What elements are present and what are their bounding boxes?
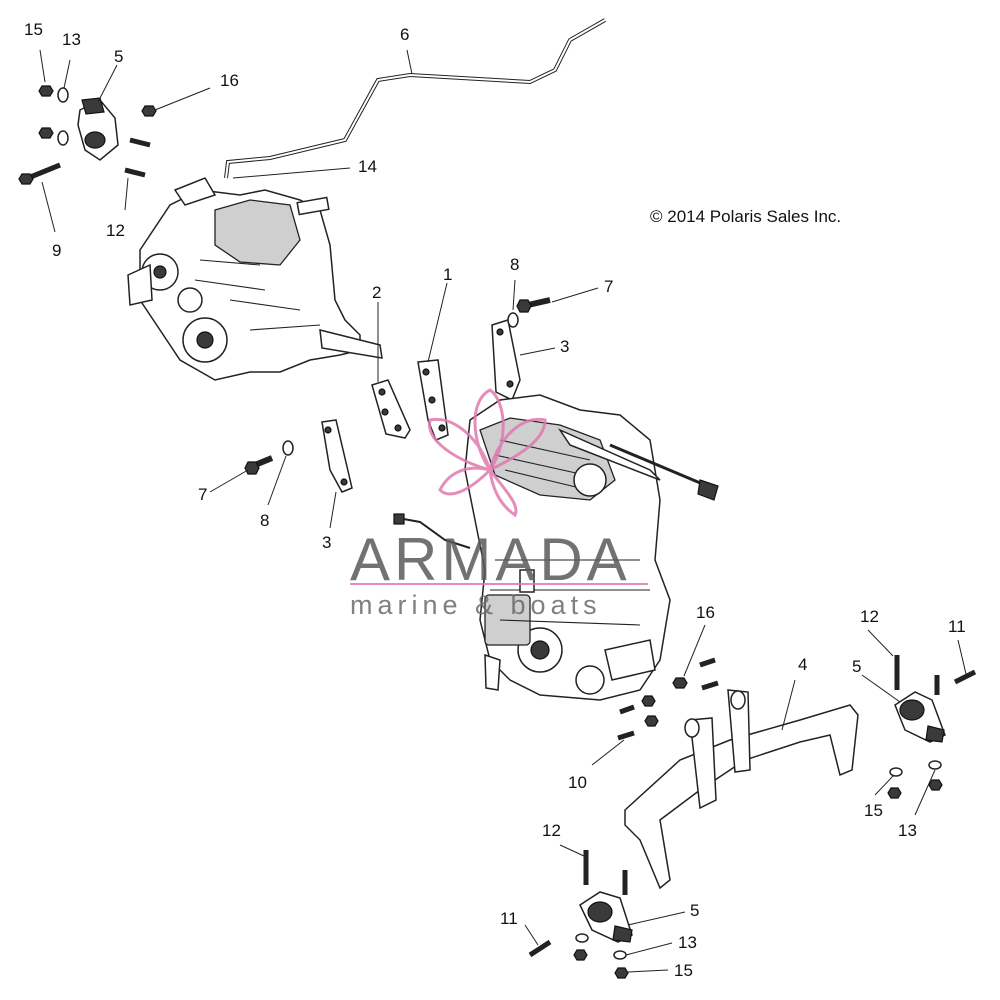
callout-12-c: 12 [542,821,561,840]
upper-mount-5 [77,97,119,161]
engine-assembly [393,394,719,701]
bracket-1 [417,359,449,441]
shift-cable [224,18,606,179]
bracket-2 [371,379,411,439]
upper-left-hardware [18,85,157,185]
bracket-3-lower [321,419,353,493]
callout-2: 2 [372,283,381,302]
callout-6: 6 [400,25,409,44]
watermark-tagline: marine & boats [350,590,602,620]
callout-8-b: 8 [260,511,269,530]
callout-10: 10 [568,773,587,792]
callout-12-b: 12 [860,607,879,626]
callout-16-b: 16 [696,603,715,622]
callout-3-a: 3 [560,337,569,356]
callout-14: 14 [358,157,377,176]
callout-5-a: 5 [114,47,123,66]
bolt-7-upper [507,297,551,328]
engine-mount-crossmember [624,689,859,890]
callout-16-a: 16 [220,71,239,90]
callout-13-a: 13 [62,30,81,49]
copyright-text: © 2014 Polaris Sales Inc. [650,207,841,226]
leader-lines [39,49,967,973]
callout-15-a: 15 [24,20,43,39]
callout-7-b: 7 [198,485,207,504]
engine-hardware [617,657,719,741]
callout-7-a: 7 [604,277,613,296]
callout-13-b: 13 [898,821,917,840]
callout-8-a: 8 [510,255,519,274]
right-mount-5 [887,655,977,799]
armada-watermark: ARMADA marine & boats [350,388,648,620]
callout-12-a: 12 [106,221,125,240]
callout-9: 9 [52,241,61,260]
bolt-7-lower [244,440,294,475]
bottom-mount-5 [528,850,633,979]
callout-5-b: 5 [852,657,861,676]
watermark-flower-logo [428,388,547,518]
callout-labels: 15 13 5 16 12 9 6 14 2 1 8 7 3 7 8 3 16 … [24,20,966,980]
callout-3-b: 3 [322,533,331,552]
callout-5-c: 5 [690,901,699,920]
callout-1: 1 [443,265,452,284]
watermark-brand: ARMADA [350,526,631,593]
callout-4: 4 [798,655,807,674]
callout-15-b: 15 [864,801,883,820]
callout-11-a: 11 [948,617,966,636]
callout-13-c: 13 [678,933,697,952]
bracket-3-upper [491,319,521,402]
callout-15-c: 15 [674,961,693,980]
transmission-assembly [127,177,383,381]
callout-11-b: 11 [500,909,518,928]
